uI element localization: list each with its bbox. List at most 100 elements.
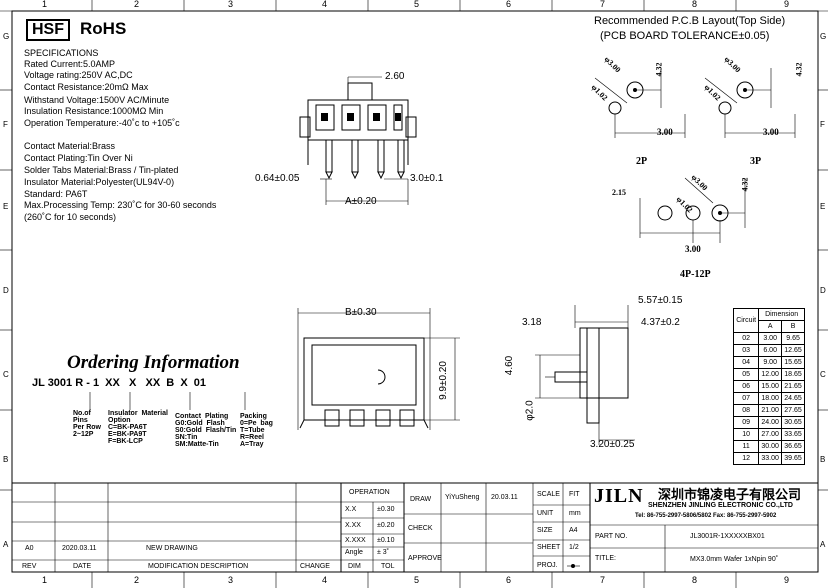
tol-row-value: ±0.10 bbox=[377, 537, 395, 544]
row-label: E bbox=[3, 202, 9, 211]
material-line: (260˚C for 10 seconds) bbox=[24, 212, 117, 222]
scale-label: SCALE bbox=[537, 491, 560, 498]
size-label: SIZE bbox=[537, 527, 553, 534]
unit-label: UNIT bbox=[537, 510, 554, 517]
hsf-badge: HSF bbox=[26, 19, 70, 41]
row-label: B bbox=[820, 455, 826, 464]
material-line: Insulator Material:Polyester(UL94V-0) bbox=[24, 177, 175, 187]
rev-description: NEW DRAWING bbox=[146, 545, 198, 552]
row-label: F bbox=[820, 120, 825, 129]
row-label: A bbox=[820, 540, 826, 549]
pcb-subtitle: (PCB BOARD TOLERANCE±0.05) bbox=[600, 30, 770, 42]
front-view-drawing bbox=[299, 76, 417, 205]
spec-line: Rated Current:5.0AMP bbox=[24, 59, 116, 69]
dim-pitch: 3.0±0.1 bbox=[410, 173, 444, 184]
material-line: Max.Processing Temp: 230˚C for 30-60 sec… bbox=[24, 200, 217, 210]
col-label: 7 bbox=[600, 0, 606, 9]
dim-s3: 4.37±0.2 bbox=[641, 317, 680, 328]
size-value: A4 bbox=[569, 527, 578, 534]
rev-header: REV bbox=[22, 563, 37, 570]
tol-row-value: ± 3˚ bbox=[377, 549, 390, 556]
sheet-label: SHEET bbox=[537, 544, 561, 551]
dim-b: B±0.30 bbox=[345, 307, 377, 318]
dim-s6: 3.20±0.25 bbox=[590, 439, 635, 450]
draw-label: DRAW bbox=[410, 496, 432, 503]
row-label: G bbox=[3, 32, 10, 41]
spec-line: Operation Temperature:-40˚c to +105˚c bbox=[24, 118, 180, 128]
col-label: 7 bbox=[600, 575, 606, 585]
company-name-cn: 深圳市锦凌电子有限公司 bbox=[658, 487, 802, 502]
col-label: 9 bbox=[784, 0, 790, 9]
tol-row-label: Angle bbox=[345, 549, 363, 556]
row-label: B bbox=[3, 455, 9, 464]
pcb-dim-pitch: 3.00 bbox=[657, 127, 673, 137]
tol-row-label: X.X bbox=[345, 506, 357, 513]
col-label: 9 bbox=[784, 575, 790, 585]
operation-label: OPERATION bbox=[349, 489, 390, 496]
col-label: 4 bbox=[322, 0, 328, 9]
dim-260: 2.60 bbox=[385, 71, 405, 82]
material-line: Contact Plating:Tin Over Ni bbox=[24, 153, 133, 163]
proj-label: PROJ. bbox=[537, 562, 558, 569]
row-label: A bbox=[3, 540, 9, 549]
spec-line: Voltage rating:250V AC,DC bbox=[24, 70, 133, 80]
approve-label: APPROVE bbox=[408, 555, 442, 562]
row-label: G bbox=[820, 32, 827, 41]
col-label: 8 bbox=[692, 575, 698, 585]
spec-line: Withstand Voltage:1500V AC/Minute bbox=[24, 95, 170, 105]
tol-row-value: ±0.30 bbox=[377, 506, 395, 513]
part-no: JL3001R-1XXXXXBX01 bbox=[690, 533, 765, 540]
col-label: 2 bbox=[134, 575, 140, 585]
company-logo: JILN bbox=[594, 485, 644, 507]
company-name-en: SHENZHEN JINLING ELECTRONIC CO.,LTD bbox=[648, 502, 793, 509]
scale-value: FIT bbox=[569, 491, 580, 498]
ordering-label-packing: Packing 0=Pe bag T=Tube R=Reel A=Tray bbox=[240, 413, 273, 448]
pcb-title: Recommended P.C.B Layout(Top Side) bbox=[594, 15, 786, 27]
col-label: 6 bbox=[506, 575, 512, 585]
row-label: C bbox=[3, 370, 9, 379]
ordering-label-plating: Contact Plating G0:Gold Flash S0:Gold Fl… bbox=[175, 413, 237, 448]
ordering-label-pins: No.of Pins Per Row 2~12P bbox=[73, 410, 102, 438]
ordering-leaders bbox=[89, 392, 246, 410]
ordering-code: JL 3001 R - 1 XX X XX B X 01 bbox=[32, 377, 207, 389]
date-header: DATE bbox=[73, 563, 92, 570]
drawing-title: MX3.0mm Wafer 1xNpin 90˚ bbox=[690, 556, 779, 563]
col-label: 3 bbox=[228, 0, 234, 9]
description-header: MODIFICATION DESCRIPTION bbox=[148, 563, 249, 570]
dim-label: DIM bbox=[348, 563, 361, 570]
company-tel: Tel: 86-755-2997-5806/5802 Fax: 86-755-2… bbox=[635, 513, 777, 519]
ordering-label-insulator: Insulator Material Option C=BK-PA6T E=BK… bbox=[108, 410, 168, 445]
rev-date: 2020.03.11 bbox=[62, 545, 97, 552]
dim-s1: 5.57±0.15 bbox=[638, 295, 683, 306]
pcb-label-2p: 2P bbox=[636, 156, 648, 167]
pcb-layout-drawing bbox=[594, 68, 796, 243]
spec-title: SPECIFICATIONS bbox=[24, 48, 99, 58]
dim-pin: 0.64±0.05 bbox=[255, 173, 300, 184]
pcb-dim-pitch: 3.00 bbox=[685, 244, 701, 254]
row-label: D bbox=[3, 286, 9, 295]
row-label: D bbox=[820, 286, 826, 295]
part-no-label: PART NO. bbox=[595, 533, 628, 540]
sheet-value: 1/2 bbox=[569, 544, 579, 551]
row-label: E bbox=[820, 202, 826, 211]
col-label: 5 bbox=[414, 575, 420, 585]
pcb-dim-offset: 2.15 bbox=[612, 188, 626, 197]
draw-date: 20.03.11 bbox=[491, 494, 518, 501]
tol-row-label: X.XXX bbox=[345, 537, 366, 544]
tol-row-value: ±0.20 bbox=[377, 522, 395, 529]
col-label: 5 bbox=[414, 0, 420, 9]
change-header: CHANGE bbox=[300, 563, 330, 570]
tol-row-label: X.XX bbox=[345, 522, 361, 529]
pcb-dim-pitch: 3.00 bbox=[763, 127, 779, 137]
rohs-label: RoHS bbox=[80, 19, 127, 38]
col-label: 3 bbox=[228, 575, 234, 585]
pcb-label-3p: 3P bbox=[750, 156, 762, 167]
